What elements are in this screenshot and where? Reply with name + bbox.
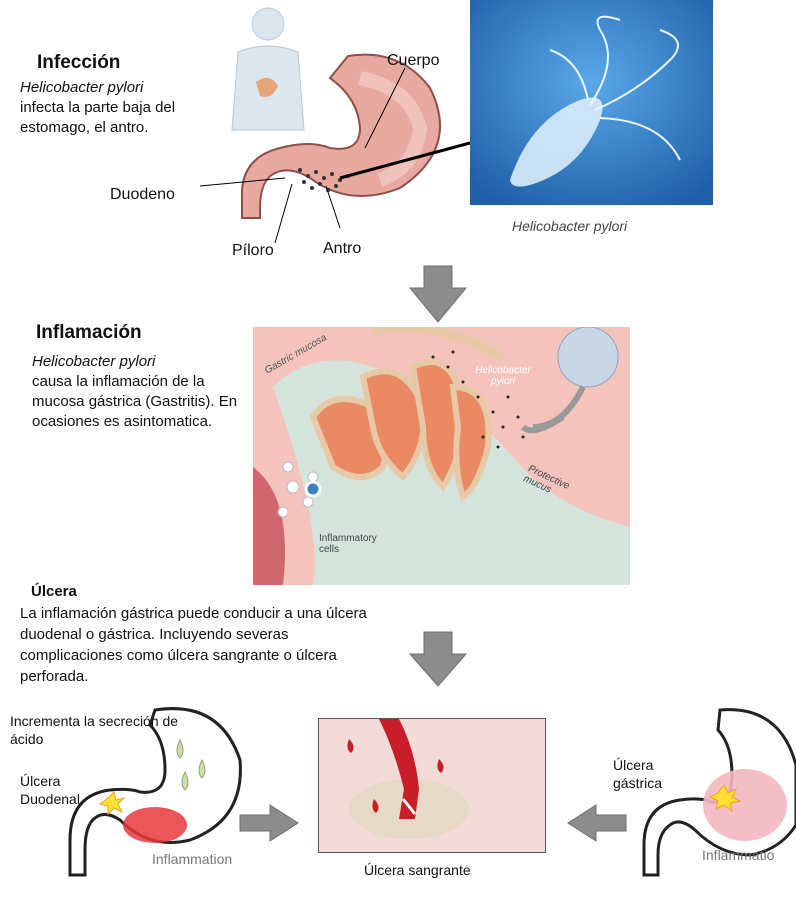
- ulcer-title: Úlcera: [31, 583, 77, 600]
- inflammation-title: Inflamación: [36, 322, 142, 344]
- inflammation-description: Helicobacter pylori causa la inflamación…: [32, 352, 242, 432]
- infection-title: Infección: [37, 52, 120, 74]
- label-inflammation-right: Inflammatio: [702, 847, 774, 863]
- left-arrow-icon: [568, 805, 628, 841]
- bacteria-caption: Helicobacter pylori: [512, 218, 627, 234]
- label-piloro: Píloro: [232, 242, 274, 260]
- label-acid-secretion: Incrementa la secreción de ácido: [10, 712, 180, 748]
- label-inflammatory-cells: Inflammatory cells: [319, 533, 399, 555]
- infection-description: Helicobacter pylori infecta la parte baj…: [20, 78, 200, 138]
- inflammation-desc-italic: Helicobacter pylori: [32, 353, 155, 370]
- label-duodeno: Duodeno: [110, 186, 175, 204]
- label-inflammation-left: Inflammation: [152, 851, 232, 867]
- label-helicobacter-pylori: Helicobacter pylori: [475, 365, 531, 387]
- ulcer-description: La inflamación gástrica puede conducir a…: [20, 603, 390, 687]
- label-duodenal-ulcer: Úlcera Duodenal: [20, 772, 100, 808]
- label-antro: Antro: [323, 240, 361, 258]
- label-bleeding-ulcer: Úlcera sangrante: [364, 862, 471, 878]
- right-arrow-icon: [240, 805, 300, 841]
- infection-desc-italic: Helicobacter pylori: [20, 79, 143, 96]
- stomach-diagram: [230, 48, 480, 238]
- label-cuerpo: Cuerpo: [387, 52, 439, 70]
- infection-desc-text: infecta la parte baja del estomago, el a…: [20, 99, 175, 136]
- down-arrow-icon-2: [408, 632, 468, 688]
- bacteria-photo: [470, 0, 713, 205]
- inflammation-desc-text: causa la inflamación de la mucosa gástri…: [32, 373, 237, 430]
- gastric-mucosa-illustration: Gastric mucosa Helicobacter pylori Prote…: [253, 327, 630, 585]
- down-arrow-icon: [408, 266, 468, 324]
- label-gastric-ulcer: Úlcera gástrica: [613, 756, 703, 792]
- bleeding-ulcer-illustration: [318, 718, 546, 853]
